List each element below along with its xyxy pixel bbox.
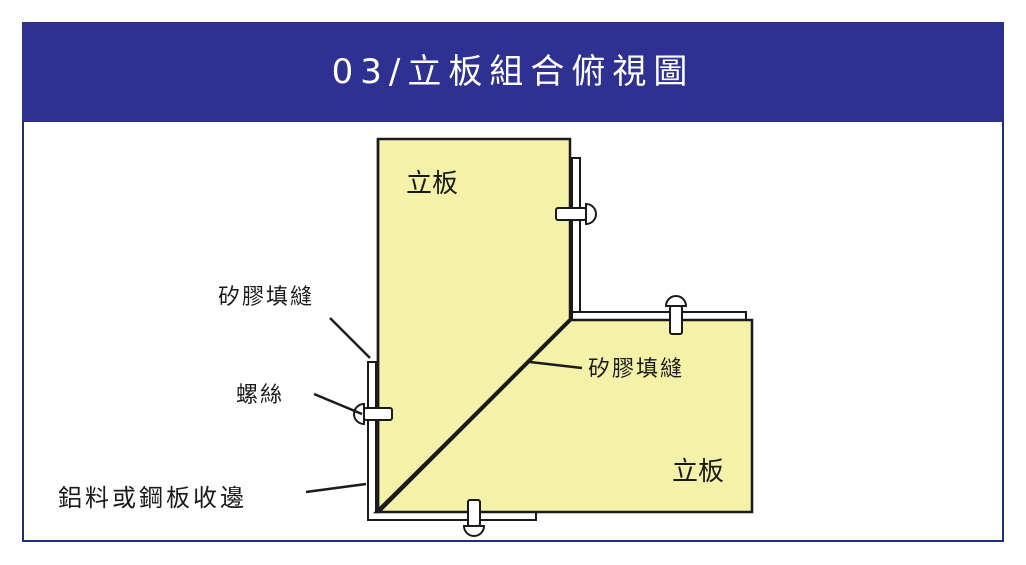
leader-screw [313, 392, 363, 416]
callout-silicone-left: 矽膠填縫 [218, 285, 314, 310]
callout-silicone-diagonal: 矽膠填縫 [588, 357, 684, 382]
edge-trim [367, 157, 747, 521]
page-title: 03/立板組合俯視圖 [331, 52, 695, 92]
leader-silicone-left [329, 317, 371, 359]
callout-edge: 鋁料或鋼板收邊 [58, 484, 247, 512]
screws [353, 202, 688, 537]
leader-edge [305, 482, 367, 494]
edge-trim-top-right-vertical [571, 157, 581, 313]
callout-lines [305, 317, 583, 494]
screw-top-right [555, 202, 597, 226]
panel-label-top: 立板 [406, 169, 458, 199]
screw-inner [664, 295, 688, 335]
diagonal-joint [376, 318, 572, 514]
callout-screw: 螺絲 [236, 383, 284, 408]
panel-label-right: 立板 [672, 457, 724, 487]
leader-silicone-diagonal [529, 360, 583, 370]
title-banner: 03/立板組合俯視圖 [22, 22, 1004, 122]
panels [372, 137, 754, 514]
screw-bottom [462, 499, 486, 537]
